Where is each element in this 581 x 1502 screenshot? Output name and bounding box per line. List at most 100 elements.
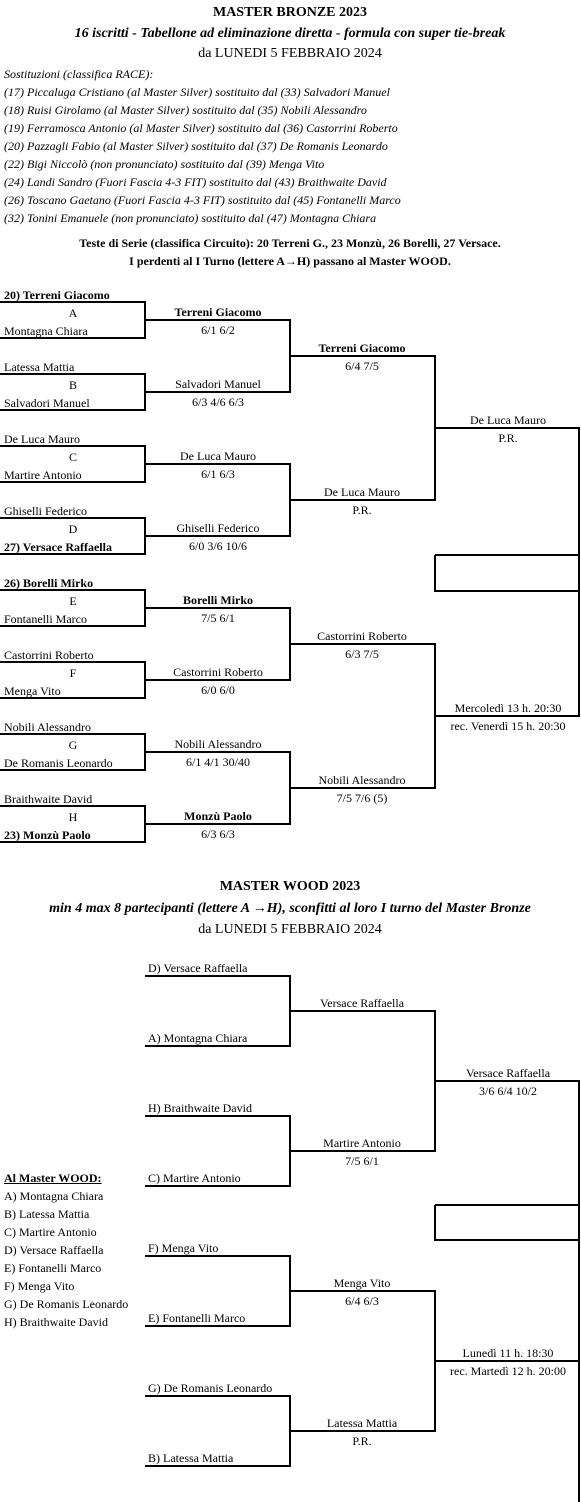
match-winner: De Luca Mauro: [180, 449, 256, 463]
player-name: Castorrini Roberto: [4, 648, 94, 662]
match-letter: E: [69, 594, 77, 608]
wood-list-item: H) Braithwaite David: [4, 1315, 108, 1329]
bracket-line: [145, 751, 291, 753]
bronze-date: da LUNEDI 5 FEBBRAIO 2024: [198, 46, 382, 61]
bracket-line: [290, 499, 436, 501]
bracket-line: [290, 1150, 436, 1152]
seeds-line: Teste di Serie (classifica Circuito): 20…: [79, 236, 501, 250]
wood-semi-winner: Versace Raffaella: [465, 1066, 551, 1080]
match-letter: B: [68, 378, 77, 392]
bracket-line: [145, 1255, 291, 1257]
bracket-line: [145, 535, 291, 537]
player-name: Braithwaite David: [4, 792, 93, 806]
quarter-score: 7/5 7/6 (5): [336, 791, 388, 805]
bracket-line: [0, 697, 146, 699]
wood-winner: Martire Antonio: [323, 1136, 401, 1150]
bracket-line: [0, 481, 146, 483]
wood-title: MASTER WOOD 2023: [219, 879, 361, 894]
player-name: 23) Monzù Paolo: [4, 828, 91, 842]
wood-list-header: Al Master WOOD:: [4, 1171, 102, 1185]
match-score: 6/1 6/3: [201, 467, 235, 481]
wood-semi-score: 3/6 6/4 10/2: [478, 1084, 537, 1098]
bracket-line: [290, 787, 436, 789]
wood-final-box: [435, 1204, 580, 1206]
wood-date: da LUNEDI 5 FEBBRAIO 2024: [198, 922, 382, 937]
wood-list-item: D) Versace Raffaella: [4, 1243, 104, 1257]
wood-winner: Latessa Mattia: [326, 1416, 398, 1430]
player-name: De Romanis Leonardo: [4, 756, 113, 770]
semi-winner: De Luca Mauro: [470, 413, 546, 427]
match-score: 6/0 6/0: [201, 683, 235, 697]
bracket-line: [0, 409, 146, 411]
wood-score: 6/4 6/3: [345, 1294, 379, 1308]
substitution-line: (17) Piccaluga Cristiano (al Master Silv…: [4, 85, 390, 99]
wood-score: P.R.: [352, 1434, 372, 1448]
match-winner: Borelli Mirko: [182, 593, 254, 607]
quarter-winner: De Luca Mauro: [324, 485, 400, 499]
quarter-score: 6/3 7/5: [345, 647, 379, 661]
wood-player: F) Menga Vito: [148, 1241, 219, 1255]
bracket-line: [435, 715, 580, 717]
player-name: Martire Antonio: [4, 468, 82, 482]
match-winner: Castorrini Roberto: [173, 665, 263, 679]
player-name: Latessa Mattia: [4, 360, 75, 374]
wood-player: A) Montagna Chiara: [148, 1031, 248, 1045]
player-name: 20) Terreni Giacomo: [4, 288, 110, 302]
player-name: 26) Borelli Mirko: [4, 576, 94, 590]
player-name: De Luca Mauro: [4, 432, 80, 446]
bracket-line: [0, 517, 146, 519]
losers-line: I perdenti al I Turno (lettere A→H) pass…: [129, 254, 451, 268]
match-score: 7/5 6/1: [201, 611, 235, 625]
match-letter: C: [68, 450, 77, 464]
wood-semi-score: rec. Martedì 12 h. 20:00: [450, 1364, 566, 1378]
match-letter: G: [68, 738, 78, 752]
bracket-line: [145, 1465, 291, 1467]
wood-list-item: C) Martire Antonio: [4, 1225, 97, 1239]
match-score: 6/0 3/6 10/6: [188, 539, 247, 553]
match-score: 6/3 6/3: [201, 827, 235, 841]
substitution-line: (19) Ferramosca Antonio (al Master Silve…: [4, 121, 398, 135]
player-name: Nobili Alessandro: [4, 720, 91, 734]
wood-final-box: [434, 1205, 436, 1241]
quarter-winner: Nobili Alessandro: [318, 773, 406, 787]
wood-player: E) Fontanelli Marco: [148, 1311, 246, 1325]
bracket-line: [578, 428, 580, 717]
wood-winner: Menga Vito: [333, 1276, 391, 1290]
player-name: Salvadori Manuel: [4, 396, 90, 410]
bracket-line: [290, 1010, 436, 1012]
bracket-line: [435, 1360, 580, 1362]
match-winner: Terreni Giacomo: [174, 305, 262, 319]
bracket-line: [290, 1290, 436, 1292]
wood-semi-winner: Lunedì 11 h. 18:30: [462, 1346, 554, 1360]
wood-final-box: [435, 1239, 580, 1241]
substitution-line: (24) Landi Sandro (Fuori Fascia 4-3 FIT)…: [4, 175, 387, 189]
bracket-line: [290, 355, 436, 357]
bracket-line: [145, 823, 291, 825]
match-score: 6/1 6/2: [201, 323, 235, 337]
match-letter: D: [68, 522, 78, 536]
match-winner: Nobili Alessandro: [174, 737, 262, 751]
bracket-line: [145, 319, 291, 321]
quarter-score: 6/4 7/5: [345, 359, 379, 373]
substitution-line: (18) Ruisi Girolamo (al Master Silver) s…: [4, 103, 367, 117]
bracket-line: [145, 1045, 291, 1047]
wood-player: D) Versace Raffaella: [148, 961, 248, 975]
bracket-line: [0, 589, 146, 591]
wood-list-item: F) Menga Vito: [4, 1279, 75, 1293]
bracket-line: [0, 661, 146, 663]
wood-list-item: E) Fontanelli Marco: [4, 1261, 102, 1275]
bracket-line: [145, 1395, 291, 1397]
bracket-line: [0, 769, 146, 771]
bracket-line: [0, 553, 146, 555]
bracket-line: [0, 373, 146, 375]
substitution-line: (26) Toscano Gaetano (Fuori Fascia 4-3 F…: [4, 193, 401, 207]
wood-player: B) Latessa Mattia: [148, 1451, 234, 1465]
wood-list-item: B) Latessa Mattia: [4, 1207, 90, 1221]
semi-score: P.R.: [498, 431, 518, 445]
player-name: Ghiselli Federico: [4, 504, 87, 518]
substitution-line: (32) Tonini Emanuele (non pronunciato) s…: [4, 211, 377, 225]
match-winner: Salvadori Manuel: [175, 377, 261, 391]
bronze-subtitle: 16 iscritti - Tabellone ad eliminazione …: [74, 26, 506, 41]
player-name: 27) Versace Raffaella: [4, 540, 112, 554]
bracket-line: [0, 805, 146, 807]
